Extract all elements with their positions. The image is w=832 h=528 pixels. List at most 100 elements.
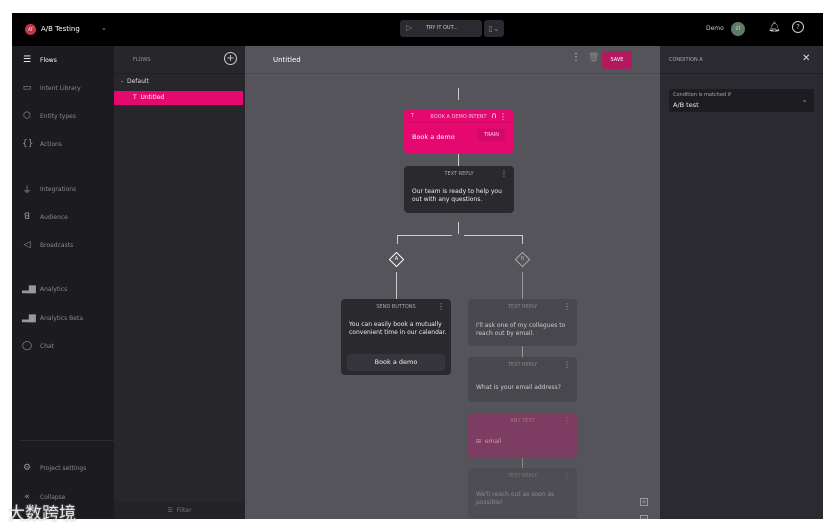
chevron-down-icon: ⌄: [801, 95, 808, 104]
label: Collapse: [40, 493, 66, 501]
chart-icon: ▂▆: [22, 284, 36, 294]
audience-icon: ꓭ: [23, 212, 31, 222]
help-icon[interactable]: ?: [792, 21, 804, 33]
zoom-in-icon[interactable]: +: [640, 498, 648, 506]
more-icon[interactable]: ⋮: [563, 302, 571, 311]
chevron-down-icon[interactable]: ⌄: [101, 24, 107, 32]
intent-icon: ▭: [22, 83, 32, 93]
sidebar-item-broadcasts[interactable]: ◁ Broadcasts: [22, 240, 74, 250]
condition-b-diamond[interactable]: B: [514, 251, 531, 268]
project-settings-link[interactable]: ⚙Project settings: [22, 463, 86, 473]
node-text: You can easily book a mutually convenien…: [349, 321, 447, 336]
field-value: A/B test: [673, 101, 699, 109]
top-bar: AT A/B Testing ⌄ ▷ TRY IT OUT... ▯⌄ Demo…: [12, 13, 823, 46]
node-text: Our team is ready to help you out with a…: [412, 188, 502, 203]
user-name[interactable]: Demo: [706, 25, 724, 32]
label: Chat: [40, 342, 55, 350]
group-label: Default: [126, 78, 149, 85]
more-icon[interactable]: ⋮: [437, 302, 445, 311]
chart-icon: ▂▆: [22, 313, 36, 323]
filter-button[interactable]: ☰ Filter: [114, 502, 245, 519]
label: Broadcasts: [40, 241, 74, 249]
project-name[interactable]: A/B Testing: [41, 25, 80, 33]
train-button[interactable]: TRAIN: [478, 129, 505, 141]
sidebar-item-intent-library[interactable]: ▭Intent Library: [22, 83, 81, 93]
node-text: I'll ask one of my collegues to reach ou…: [476, 322, 566, 337]
sidebar-item-audience[interactable]: ꓭ Audience: [22, 212, 68, 222]
more-icon[interactable]: ⋮: [563, 360, 571, 369]
entity-icon: ⬡: [23, 111, 31, 121]
condition-panel: CONDITION A ✕ Condition is matched if A/…: [660, 46, 823, 519]
save-to-icon: ⊞ email: [476, 438, 502, 445]
megaphone-icon: ◁: [23, 240, 31, 250]
text-reply-node[interactable]: TEXT REPLY⋮ What is your email address?: [468, 357, 577, 402]
flow-group-default[interactable]: - Default: [121, 78, 149, 85]
add-flow-button[interactable]: +: [224, 52, 237, 65]
more-icon[interactable]: ⋮: [500, 169, 508, 178]
node-header: ANY TEXT: [510, 418, 535, 424]
send-buttons-node[interactable]: SEND BUTTONS ⋮ You can easily book a mutu…: [341, 299, 451, 375]
node-header: TEXT REPLY: [507, 362, 538, 368]
app-window: A T A/B Testing ⌄ ▷ TRY IT OUT... ▯⌄ Demo…: [12, 13, 823, 519]
sidebar-item-entity-types[interactable]: ⬡ Entity types: [22, 111, 76, 121]
bell-icon[interactable]: 🔔︎: [768, 22, 781, 33]
intent-text: Book a demo: [412, 133, 455, 141]
node-header: TEXT REPLY: [444, 171, 474, 177]
flow-item-untitled[interactable]: T Untitled: [114, 91, 243, 105]
close-icon[interactable]: ✕: [802, 53, 811, 64]
label: Audience: [40, 213, 68, 221]
panel-title: CONDITION A: [669, 57, 703, 63]
sidebar-item-actions[interactable]: {} Actions: [22, 139, 62, 149]
condition-select[interactable]: Condition is matched if A/B test ⌄: [669, 89, 814, 112]
watermark: 大数跨境: [8, 504, 76, 524]
sidebar-item-analytics-beta[interactable]: ▂▆ Analytics Beta: [22, 313, 83, 323]
user-avatar[interactable]: ST: [731, 22, 745, 36]
label: Integrations: [40, 186, 77, 193]
sidebar: ☰ Flows ▭Intent Library ⬡ Entity types {} A…: [12, 46, 114, 519]
flow-label: Untitled: [140, 94, 165, 101]
node-header: TEXT REPLY: [507, 473, 538, 479]
node-header: SEND BUTTONS: [376, 304, 416, 310]
try-label: TRY IT OUT...: [426, 25, 458, 31]
sidebar-item-chat[interactable]: ◯ Chat: [22, 341, 54, 351]
label: Entity types: [40, 112, 76, 120]
field-label: Condition is matched if: [673, 92, 731, 98]
text-reply-node[interactable]: TEXT REPLY ⋮ We'll reach out as soon as p…: [468, 468, 577, 518]
more-options-icon[interactable]: ⋮: [571, 52, 581, 63]
condition-a-diamond[interactable]: A: [388, 251, 405, 268]
play-icon: ▷: [406, 23, 413, 32]
label: Actions: [40, 140, 62, 148]
more-icon[interactable]: ⋮: [499, 112, 507, 121]
trash-icon[interactable]: 🗑︎: [588, 53, 600, 63]
label: Flows: [40, 56, 57, 64]
magnet-icon: ∩: [491, 111, 497, 120]
braces-icon: {}: [22, 139, 34, 149]
plug-icon: ⏚: [22, 186, 32, 196]
try-it-out-button[interactable]: ▷ TRY IT OUT...: [400, 20, 482, 37]
variable-name: email: [484, 438, 502, 445]
sidebar-item-analytics[interactable]: ▂▆Analytics: [22, 284, 67, 294]
label: Analytics Beta: [40, 314, 83, 322]
collapse-button[interactable]: «Collapse: [22, 492, 66, 502]
any-text-node[interactable]: ANY TEXT ⋮ ⊞ email: [468, 413, 577, 458]
node-text: We'll reach out as soon as possible!: [476, 491, 555, 506]
chat-icon: ◯: [22, 341, 33, 351]
text-reply-node[interactable]: TEXT REPLY⋮ I'll ask one of my collegues…: [468, 299, 577, 346]
flows-panel: FLOWS + - Default T Untitled ☰ Filter: [114, 46, 245, 519]
save-button[interactable]: SAVE: [602, 51, 632, 69]
text-reply-node[interactable]: TEXT REPLY ⋮ Our team is ready to help yo…: [404, 166, 514, 213]
sidebar-item-integrations[interactable]: ⏚ Integrations: [22, 183, 76, 196]
canvas-title: Untitled: [273, 56, 301, 64]
flows-title: FLOWS: [133, 57, 151, 63]
text-icon: T: [411, 113, 415, 119]
flows-icon: ☰: [22, 55, 32, 65]
device-select-icon[interactable]: ▯⌄: [484, 20, 504, 37]
more-icon[interactable]: ⋮: [563, 416, 571, 425]
more-icon[interactable]: ⋮: [563, 471, 571, 480]
zoom-out-icon[interactable]: −: [640, 515, 648, 519]
book-demo-button[interactable]: Book a demo: [347, 354, 445, 371]
sidebar-item-flows[interactable]: ☰ Flows: [22, 55, 57, 65]
